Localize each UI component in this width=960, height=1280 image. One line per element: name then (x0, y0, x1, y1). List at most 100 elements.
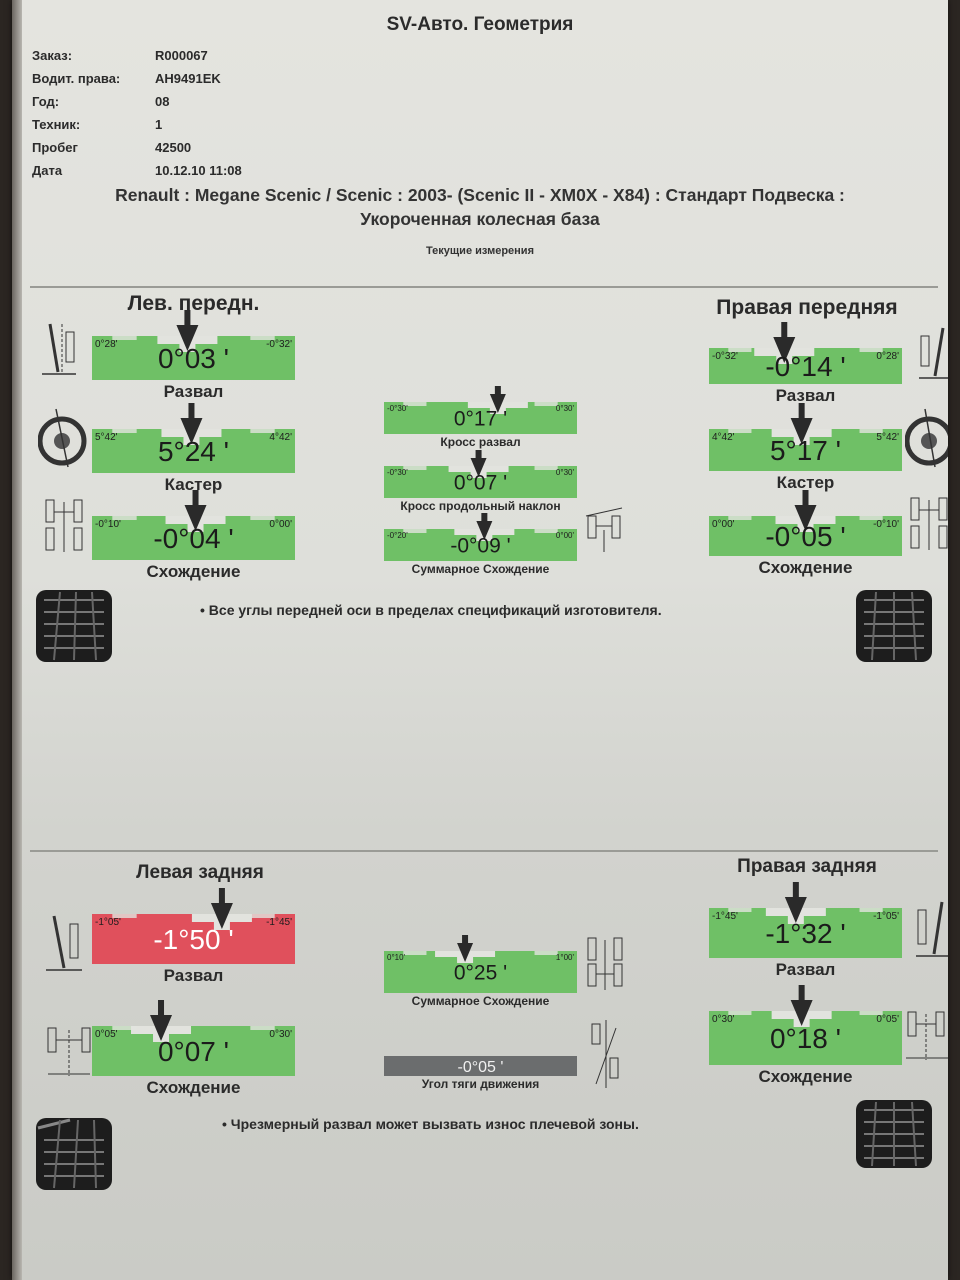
gauge-step (250, 429, 275, 433)
gauge-step (112, 516, 137, 520)
gauge-caption: Схождение (146, 1078, 241, 1097)
gauge-caption: Схождение (146, 562, 241, 581)
pointer-arrow-icon (180, 403, 203, 444)
pointer-arrow-icon (210, 888, 233, 929)
gauge-value: -0°05 ' (765, 521, 845, 552)
gauge-caption: Схождение (758, 1067, 853, 1086)
pointer-arrow-icon (790, 403, 813, 444)
gauge-step (112, 336, 137, 340)
pointer-arrow-icon (489, 386, 506, 413)
gauge-caption: Кастер (776, 473, 835, 492)
gauge-rf-toe: 0°00'-0°10'-0°05 ' (709, 490, 902, 556)
gauge-max-label: 0°00' (269, 519, 292, 530)
gauge-graphic: 0°00'-0°10'-0°05 ' (709, 490, 902, 556)
gauge-graphic: -1°45'-1°05'-1°32 ' (709, 882, 902, 958)
meta-label: Водит. права: (32, 71, 121, 86)
gauge-max-label: -1°45' (266, 917, 292, 928)
meta-value: AH9491EK (155, 71, 221, 86)
gauge-graphic: 0°05'0°30'0°07 ' (92, 1000, 295, 1076)
gauge-graphic: 4°42'5°42'5°17 ' (709, 403, 902, 471)
tire-tread-icon (34, 588, 114, 664)
gauge-step (403, 466, 427, 470)
gauge-step (859, 348, 883, 352)
gauge-min-label: -0°32' (712, 351, 738, 362)
tire-tread-icon (854, 1098, 934, 1170)
tire-wear-icon (34, 1116, 114, 1192)
gauge-step (403, 951, 427, 955)
binding-edge (12, 0, 22, 1280)
pointer-arrow-icon (790, 985, 813, 1026)
order-meta: Заказ:R000067 Водит. права:AH9491EK Год:… (32, 44, 242, 182)
printout-page: SV-Авто. Геометрия Заказ:R000067 Водит. … (12, 0, 948, 1280)
gauge-max-label: 5°42' (876, 432, 899, 443)
gauge-value: -0°04 ' (153, 523, 233, 554)
toe-diagram-icon (38, 494, 92, 556)
pointer-arrow-icon (184, 490, 207, 531)
gauge-rf-camber: -0°32'0°28'-0°14 ' (709, 322, 902, 384)
left-front-title: Лев. передн. (127, 292, 260, 315)
gauge-step (250, 1026, 275, 1030)
gauge-min-label: -1°05' (95, 917, 121, 928)
gauge-graphic: -0°30'0°30'0°17 ' (384, 386, 577, 434)
gauge-value: -1°32 ' (765, 918, 845, 949)
gauge-graphic: 0°10' 1°00' 0°25 ' (384, 935, 577, 993)
camber-diagram-icon (36, 318, 82, 378)
gauge-step (728, 908, 752, 912)
pointer-arrow-icon (176, 310, 199, 351)
gauge-max-label: 1°00' (556, 953, 575, 962)
meta-label: Дата (32, 163, 63, 178)
gauge-max-label: 0°00' (556, 531, 575, 540)
vehicle-line-1: Renault : Megane Scenic / Scenic : 2003-… (115, 185, 845, 205)
gauge-rr-toe: 0°30'0°05'0°18 ' (709, 985, 902, 1065)
gauge-min-label: 0°10' (387, 953, 406, 962)
gauge-min-label: -0°30' (387, 404, 408, 413)
gauge-band (709, 908, 902, 958)
gauge-max-label: 0°30' (269, 1029, 292, 1040)
gauge-caption: Суммарное Схождение (411, 562, 550, 576)
gauge-graphic: -0°20'0°00'-0°09 ' (384, 513, 577, 561)
gauge-graphic: 5°42'4°42'5°24 ' (92, 403, 295, 473)
gauge-step (112, 429, 137, 433)
gauge-step (728, 348, 752, 352)
gauge-step (403, 529, 427, 533)
gauge-c-total-toe: -0°20'0°00'-0°09 ' (384, 513, 577, 561)
pointer-arrow-icon (470, 450, 487, 477)
gauge-step (728, 429, 752, 433)
pointer-arrow-icon (773, 322, 796, 363)
front-axle-divider (30, 286, 938, 288)
pointer-arrow-icon (794, 490, 817, 531)
gauge-value: 5°24 ' (158, 436, 229, 467)
gauge-value: 0°25 ' (454, 962, 507, 985)
gauge-step (534, 951, 558, 955)
gauge-value: 0°07 ' (454, 472, 507, 495)
vehicle-line-2: Укороченная колесная база (360, 209, 600, 229)
gauge-c-rear-total-toe: 0°10' 1°00' 0°25 ' (384, 935, 577, 993)
toe-diagram-icon (905, 492, 948, 554)
gauge-step (859, 1011, 883, 1015)
rear-wear-note: • Чрезмерный развал может вызвать износ … (222, 1116, 639, 1132)
meta-label: Пробег (32, 140, 78, 155)
right-rear-title: Правая задняя (737, 856, 877, 877)
gauge-rr-camber: -1°45'-1°05'-1°32 ' (709, 882, 902, 958)
gauge-min-label: -1°45' (712, 911, 738, 922)
gauge-max-label: 0°30' (556, 404, 575, 413)
gauge-step (534, 529, 558, 533)
gauge-step (112, 914, 137, 918)
gauge-value: 0°18 ' (770, 1023, 841, 1054)
gauge-lr-toe: 0°05'0°30'0°07 ' (92, 1000, 295, 1076)
gauge-step (250, 336, 275, 340)
meta-value: 1 (155, 117, 163, 132)
meta-value: R000067 (155, 48, 208, 63)
gauge-caption: Схождение (758, 558, 853, 577)
gauge-graphic: -0°30'0°30'0°07 ' (384, 450, 577, 498)
meta-value: 08 (155, 94, 170, 109)
gauge-max-label: -0°32' (266, 339, 292, 350)
tire-tread-icon (854, 588, 934, 664)
toe-diagram-icon (902, 1006, 948, 1066)
gauge-value: -1°50 ' (153, 924, 233, 955)
measurement-subtitle: Текущие измерения (425, 245, 534, 257)
right-front-title: Правая передняя (716, 296, 898, 319)
gauge-step (534, 466, 558, 470)
front-spec-note: • Все углы передней оси в пределах специ… (200, 602, 662, 618)
gauge-graphic: -1°05' -1°45' -1°50 ' (92, 888, 295, 964)
